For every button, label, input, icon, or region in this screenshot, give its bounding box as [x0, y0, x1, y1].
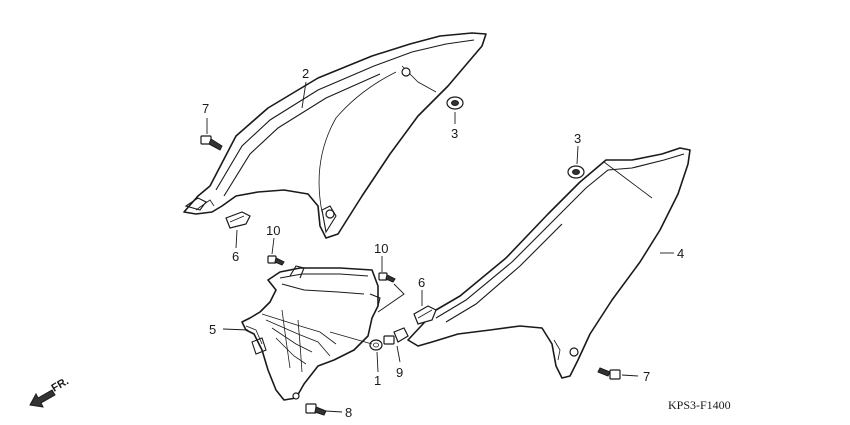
callout-3-upper: 3	[451, 126, 458, 141]
callout-5: 5	[209, 322, 216, 337]
callout-9: 9	[396, 365, 403, 380]
callout-2: 2	[302, 66, 309, 81]
bolt-9	[383, 327, 409, 345]
front-direction-arrow-icon: FR.	[29, 375, 71, 408]
collar-1	[369, 339, 383, 351]
grommet-3-right	[567, 165, 585, 179]
bolt-7-upper	[200, 135, 223, 151]
callout-7-upper: 7	[202, 101, 209, 116]
callout-labels: 7 2 3 3 4 6 10 10 6 5 1 9 8 7	[202, 66, 684, 420]
callout-10-right: 10	[374, 241, 388, 256]
callout-1: 1	[374, 373, 381, 388]
clip-6-right	[413, 305, 437, 325]
front-direction-label: FR.	[50, 375, 71, 394]
callout-3-right: 3	[574, 131, 581, 146]
callout-6-left: 6	[232, 249, 239, 264]
callout-7-lower: 7	[643, 369, 650, 384]
bolt-8	[305, 403, 327, 416]
leader-lines	[206, 81, 674, 413]
diagram-code: KPS3-F1400	[668, 398, 731, 412]
grommet-3-upper	[446, 96, 464, 110]
bolt-7-lower	[597, 367, 621, 380]
callout-4: 4	[677, 246, 684, 261]
screw-10-right	[378, 272, 396, 283]
side-cover-right	[407, 147, 691, 379]
callout-10-left: 10	[266, 223, 280, 238]
clip-6-left	[225, 211, 251, 229]
screw-10-left	[267, 255, 285, 266]
callout-6-right: 6	[418, 275, 425, 290]
inner-box	[241, 265, 381, 401]
callout-8: 8	[345, 405, 352, 420]
side-cover-left	[183, 32, 487, 239]
